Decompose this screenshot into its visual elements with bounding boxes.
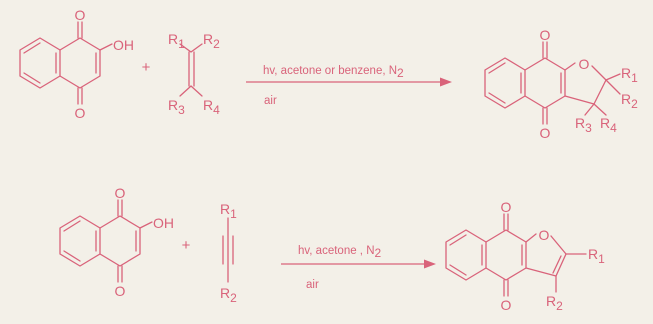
arrow-head [424, 259, 436, 269]
quinone-ring [59, 37, 101, 89]
carbonyl-bottom-oxygen: O [501, 297, 512, 313]
carbonyl-bottom-bond [542, 107, 548, 125]
plus-sign: + [182, 237, 191, 254]
carbonyl-top-oxygen: O [75, 7, 86, 23]
reaction-1-naphthoquinone: O O OH [19, 7, 134, 121]
reaction-1-product: O O O R1 R2 R3 R4 [484, 27, 638, 141]
furan-double-bond [552, 255, 562, 274]
carbonyl-top-oxygen: O [115, 185, 126, 201]
carbonyl-bottom-bond [503, 279, 509, 297]
ring-oxygen: O [579, 56, 590, 72]
carbonyl-top-bond [503, 213, 509, 231]
reaction-2: O O OH + R1 R2 hv, acetone , N2 air [59, 185, 605, 313]
ring-oxygen: O [539, 227, 550, 243]
reaction-2-alkyne: R1 R2 [220, 201, 237, 305]
benzo-double-bonds [449, 234, 483, 276]
hydroxyl-label: OH [113, 37, 134, 53]
r1-label: R1 [588, 246, 605, 266]
r2-label: R2 [203, 31, 220, 51]
reaction-2-product: O O O R1 R2 [445, 199, 605, 313]
carbonyl-bottom-bond [77, 87, 83, 105]
dihydrofuran-ring [564, 62, 607, 105]
quinone-ring [524, 57, 566, 109]
carbonyl-top-oxygen: O [540, 27, 551, 43]
benzo-ring [19, 37, 61, 89]
carbonyl-top-bond [117, 199, 123, 217]
r3-label: R3 [168, 97, 185, 117]
r4-label: R4 [600, 115, 617, 135]
r4-label: R4 [203, 97, 220, 117]
carbonyl-bottom-oxygen: O [75, 105, 86, 121]
benzo-ring [484, 57, 526, 109]
benzo-double-bonds [23, 42, 57, 84]
r2-label: R2 [621, 91, 638, 111]
carbonyl-bottom-oxygen: O [540, 125, 551, 141]
r2-label: R2 [546, 293, 563, 313]
carbonyl-top-bond [77, 21, 83, 39]
r1-label: R1 [168, 31, 185, 51]
quinone-ring [485, 229, 527, 281]
alkene-substituent-bonds [179, 43, 203, 97]
arrow-head [440, 77, 452, 87]
hydroxyl-bond [139, 221, 153, 229]
reaction-2-arrow: hv, acetone , N2 air [281, 245, 436, 291]
carbonyl-top-oxygen: O [501, 199, 512, 215]
carbonyl-bottom-bond [117, 265, 123, 283]
substituent-bonds [584, 73, 621, 116]
carbonyl-bottom-oxygen: O [115, 283, 126, 299]
hydroxyl-label: OH [153, 215, 174, 231]
conditions-below: air [264, 95, 277, 107]
r1-label: R1 [220, 201, 237, 221]
r2-label: R2 [220, 285, 237, 305]
r3-label: R3 [575, 115, 592, 135]
alkyne-bonds [222, 217, 234, 283]
furan-ring [525, 233, 567, 277]
benzo-ring [445, 229, 487, 281]
reaction-2-naphthoquinone: O O OH [59, 185, 174, 299]
benzo-double-bonds [63, 220, 97, 262]
alkene-double-bond [188, 51, 195, 87]
conditions-above: hv, acetone or benzene, N2 [263, 65, 404, 80]
conditions-above: hv, acetone , N2 [298, 245, 382, 260]
plus-sign: + [142, 59, 151, 76]
quinone-ring [99, 215, 141, 267]
benzo-ring [59, 215, 101, 267]
reaction-1: O O OH + R1 R2 R3 R4 hv, acetone or benz… [19, 7, 638, 141]
benzo-double-bonds [488, 62, 522, 104]
r1-label: R1 [621, 65, 638, 85]
hydroxyl-bond [99, 43, 113, 51]
substituent-bonds [555, 253, 587, 293]
reaction-1-alkene: R1 R2 R3 R4 [168, 31, 220, 117]
carbonyl-top-bond [542, 41, 548, 59]
conditions-below: air [306, 279, 319, 291]
reaction-1-arrow: hv, acetone or benzene, N2 air [246, 65, 452, 107]
